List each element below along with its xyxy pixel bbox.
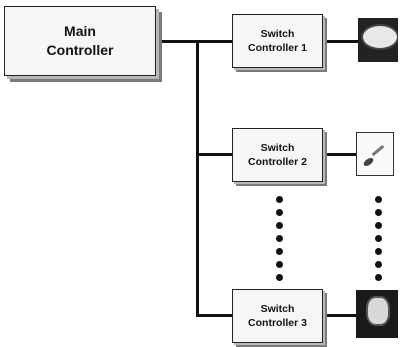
cylinder-device-icon (356, 290, 398, 338)
connector-switch-3-to-device-3 (327, 314, 356, 317)
connector-vertical-bus (196, 40, 199, 317)
ellipsis-dot (276, 235, 283, 242)
device-3-shape (366, 296, 390, 326)
ellipsis-dot (276, 248, 283, 255)
ellipsis-dot (276, 209, 283, 216)
connector-bus-to-switch-3 (196, 314, 232, 317)
ellipsis-dot (375, 196, 382, 203)
ellipsis-dot (276, 196, 283, 203)
probe-device-icon (356, 132, 394, 176)
device-2-tip (362, 156, 374, 167)
ellipsis-dot (276, 274, 283, 281)
connector-switch-2-to-device-2 (327, 153, 356, 156)
ellipsis-dot (375, 274, 382, 281)
main-controller-label: Main Controller (47, 22, 114, 60)
switch-controller-1-box: Switch Controller 1 (232, 14, 323, 68)
ellipsis-dot (375, 235, 382, 242)
ellipsis-dot (375, 209, 382, 216)
switch-controller-3-box: Switch Controller 3 (232, 289, 323, 343)
device-2-shaft (372, 145, 385, 156)
switch-controller-1-label: Switch Controller 1 (248, 27, 307, 55)
switch-controller-3-label: Switch Controller 3 (248, 302, 307, 330)
round-device-icon (358, 18, 398, 62)
ellipsis-dot (375, 261, 382, 268)
ellipsis-dot (276, 222, 283, 229)
ellipsis-dot (375, 222, 382, 229)
device-1-shape (361, 24, 398, 50)
connector-switch-1-to-device-1 (327, 40, 358, 43)
switch-controller-2-label: Switch Controller 2 (248, 141, 307, 169)
main-controller-box: Main Controller (4, 6, 156, 76)
switch-controller-2-box: Switch Controller 2 (232, 128, 323, 182)
connector-bus-to-switch-2 (196, 153, 232, 156)
ellipsis-dot (375, 248, 382, 255)
ellipsis-dot (276, 261, 283, 268)
